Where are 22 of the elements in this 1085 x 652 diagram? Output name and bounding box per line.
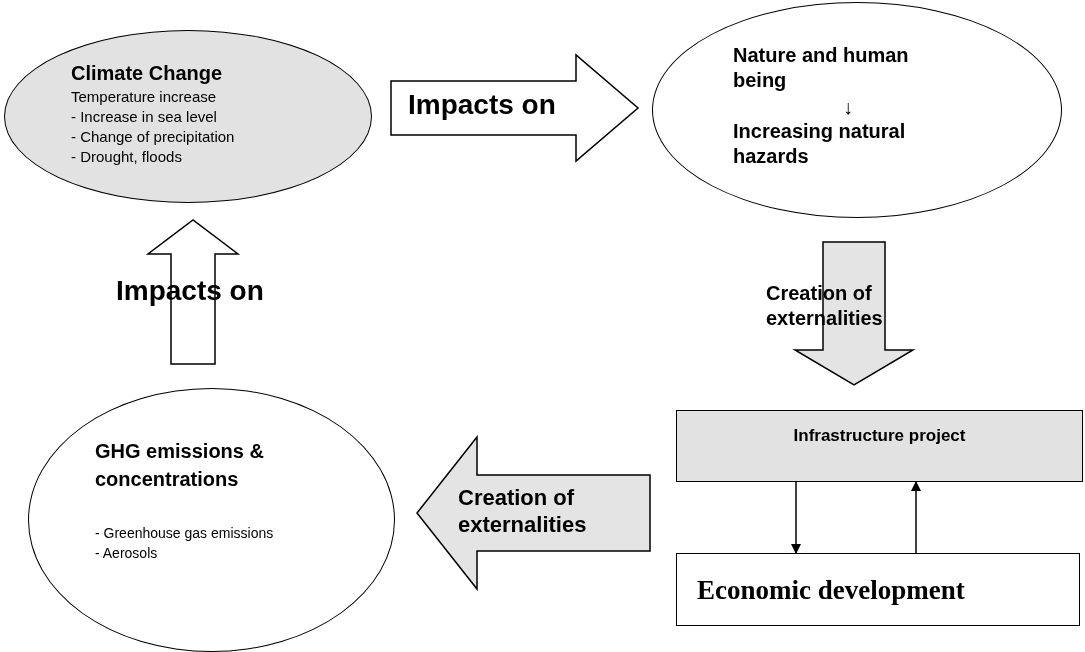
node-text: - Greenhouse gas emissions [95, 524, 275, 543]
block-arrow [792, 241, 916, 386]
edge-label: Creation of externalities [458, 484, 588, 538]
node-title: Infrastructure project [793, 425, 966, 447]
node-text: - Drought, floods [71, 147, 183, 167]
block-arrow [390, 53, 640, 163]
node-title: Climate Change [71, 61, 224, 85]
arrow [791, 481, 801, 554]
node-text: ↓ [842, 95, 854, 119]
block-arrow [416, 434, 651, 592]
node-text: - Increase in sea level [71, 107, 218, 127]
node-title: GHG emissions & concentrations [95, 439, 265, 492]
arrow [911, 481, 921, 554]
node-text: Increasing natural hazards [733, 119, 907, 169]
process-box [676, 410, 1083, 482]
edge-label: Impacts on [408, 88, 557, 122]
process-box [676, 553, 1080, 626]
node-text: - Change of precipitation [71, 127, 236, 147]
node-text: Temperature increase [71, 87, 218, 107]
node-title: Economic development [697, 574, 965, 606]
node-text: - Aerosols [95, 544, 159, 563]
node-title: Nature and human being [733, 43, 910, 93]
